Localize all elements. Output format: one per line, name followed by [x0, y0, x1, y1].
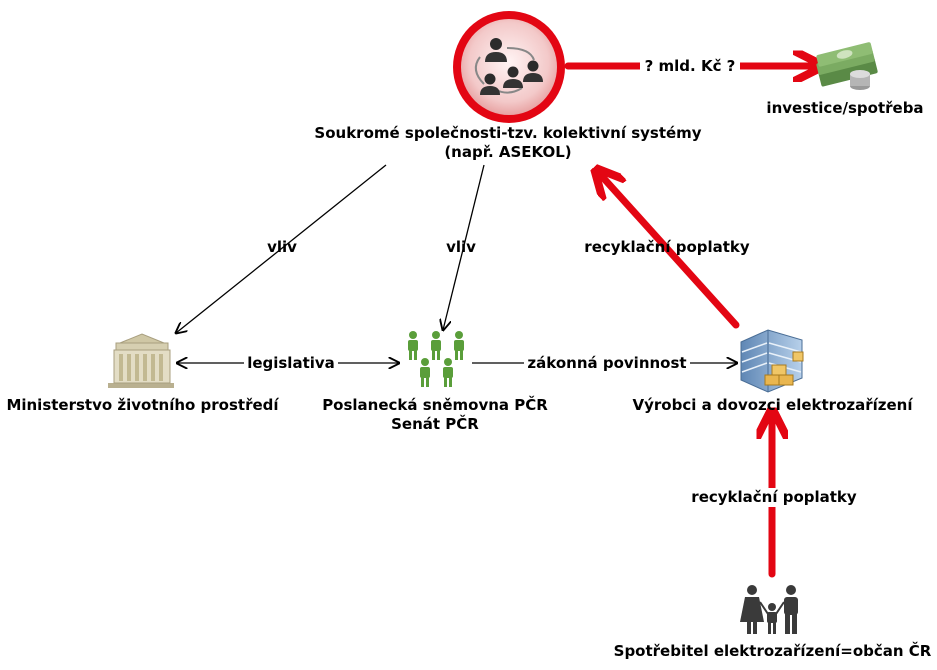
companies-label: Soukromé společnosti-tzv. kolektivní sys… [308, 124, 708, 162]
influence-left-label: vliv [267, 238, 297, 256]
parliament-label-line1: Poslanecká sněmovna PČR [322, 396, 548, 414]
legislation-label: legislativa [244, 354, 338, 373]
influence-center-label: vliv [446, 238, 476, 256]
money-icon [816, 42, 878, 90]
investment-label: investice/spotřeba [766, 99, 924, 117]
edge-influence-center [443, 164, 485, 330]
edge-fees-upper [598, 172, 740, 329]
producers-label: Výrobci a dovozci elektrozařízení [632, 396, 913, 414]
business-network-icon [453, 11, 565, 123]
fees-upper-label: recyklační poplatky [584, 238, 750, 256]
obligation-label: zákonná povinnost [524, 354, 690, 373]
parliament-label: Poslanecká sněmovna PČR Senát PČR [315, 396, 555, 434]
parliament-label-line2: Senát PČR [391, 415, 479, 433]
family-icon [740, 585, 798, 634]
consumer-label: Spotřebitel elektrozařízení=občan ČR [613, 642, 932, 660]
office-building-icon [740, 329, 804, 393]
ministry-label: Ministerstvo životního prostředí [6, 396, 279, 414]
people-group-icon [408, 331, 464, 387]
fees-lower-label: recyklační poplatky [686, 488, 862, 507]
edge-influence-left [176, 164, 387, 333]
money-flow-label: ? mld. Kč ? [640, 57, 740, 76]
government-building-icon [108, 333, 174, 388]
companies-label-line2: (např. ASEKOL) [444, 143, 572, 161]
companies-label-line1: Soukromé společnosti-tzv. kolektivní sys… [314, 124, 702, 142]
